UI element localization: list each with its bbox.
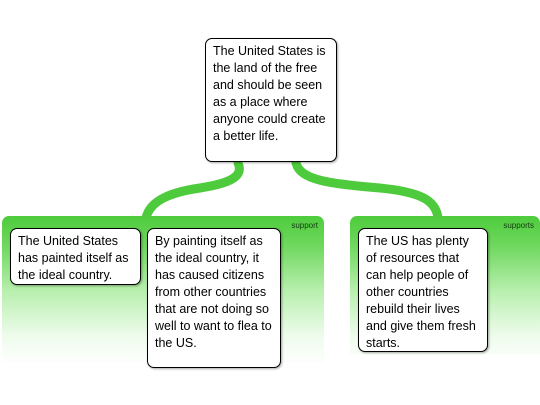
support-card-text: By painting itself as the ideal country,… <box>155 234 272 350</box>
connector-root-to-supports <box>291 158 443 223</box>
root-claim-node[interactable]: The United States is the land of the fre… <box>205 38 337 162</box>
support-card-flee-to-us[interactable]: By painting itself as the ideal country,… <box>147 228 281 368</box>
supports-card-resources[interactable]: The US has plenty of resources that can … <box>358 228 488 352</box>
supports-group-label: supports <box>503 221 534 230</box>
support-card-painted-ideal[interactable]: The United States has painted itself as … <box>10 228 141 285</box>
connector-root-to-support <box>141 158 244 223</box>
support-group-label: support <box>291 221 318 230</box>
support-card-text: The United States has painted itself as … <box>18 234 129 282</box>
supports-card-text: The US has plenty of resources that can … <box>366 234 476 350</box>
root-claim-text: The United States is the land of the fre… <box>213 44 326 143</box>
